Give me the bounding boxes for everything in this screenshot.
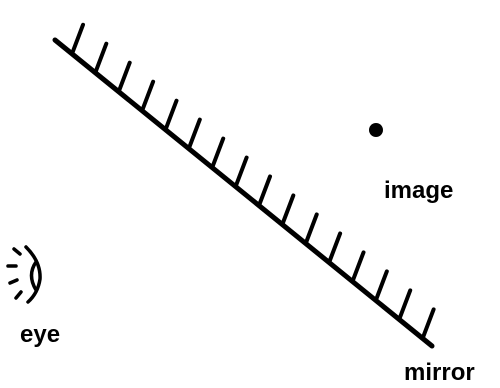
eye-icon [6, 245, 42, 304]
mirror-hatch-mark [280, 193, 296, 227]
mirror-hatch-mark [327, 231, 343, 265]
mirror-hatch-mark [233, 155, 249, 189]
image-label: image [384, 177, 453, 204]
mirror-hatch-mark [186, 117, 202, 151]
eye-label: eye [20, 321, 60, 348]
mirror-hatch-mark [257, 174, 272, 208]
mirror-hatch-mark [116, 60, 132, 94]
mirror-hatch-mark [373, 269, 389, 303]
mirror-hatch-mark [163, 98, 179, 132]
mirror-hatch-mark [397, 288, 413, 322]
mirror-label: mirror [404, 359, 475, 386]
mirror-hatching [70, 22, 436, 341]
mirror-hatch-mark [303, 212, 319, 246]
mirror-hatch-mark [210, 136, 226, 170]
mirror-hatch-mark [140, 79, 156, 113]
mirror-hatch-mark [93, 41, 109, 75]
mirror-hatch-mark [420, 307, 436, 341]
mirror-hatch-mark [70, 22, 85, 56]
mirror-hatch-mark [350, 250, 366, 284]
image-point-dot [369, 123, 383, 137]
